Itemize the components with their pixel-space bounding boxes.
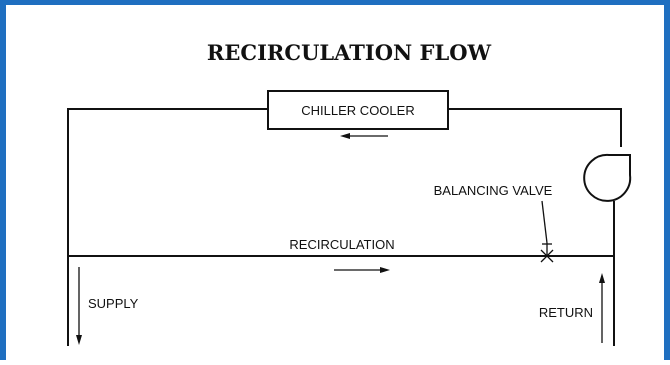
recirculation-flow-diagram: RECIRCULATION FLOW CHILLER COOLER BALANC… xyxy=(67,40,632,346)
return-arrow-head xyxy=(599,273,605,283)
chiller-flow-arrow-head xyxy=(340,133,350,139)
supply-arrow-head xyxy=(76,335,82,345)
return-label: RETURN xyxy=(539,305,593,320)
supply-label: SUPPLY xyxy=(88,296,139,311)
balancing-valve-icon xyxy=(540,243,554,263)
top-pipe-right xyxy=(448,108,622,147)
balancing-valve-label: BALANCING VALVE xyxy=(434,183,553,198)
chiller-cooler-box xyxy=(267,90,449,130)
recirculation-label: RECIRCULATION xyxy=(289,237,394,252)
top-pipe-left xyxy=(67,108,268,346)
recirculation-arrow-head xyxy=(380,267,390,273)
chiller-cooler-label: CHILLER COOLER xyxy=(301,103,414,118)
diagram-title: RECIRCULATION FLOW xyxy=(207,40,492,65)
pump-icon xyxy=(583,153,632,202)
balancing-valve-leader xyxy=(541,200,548,244)
